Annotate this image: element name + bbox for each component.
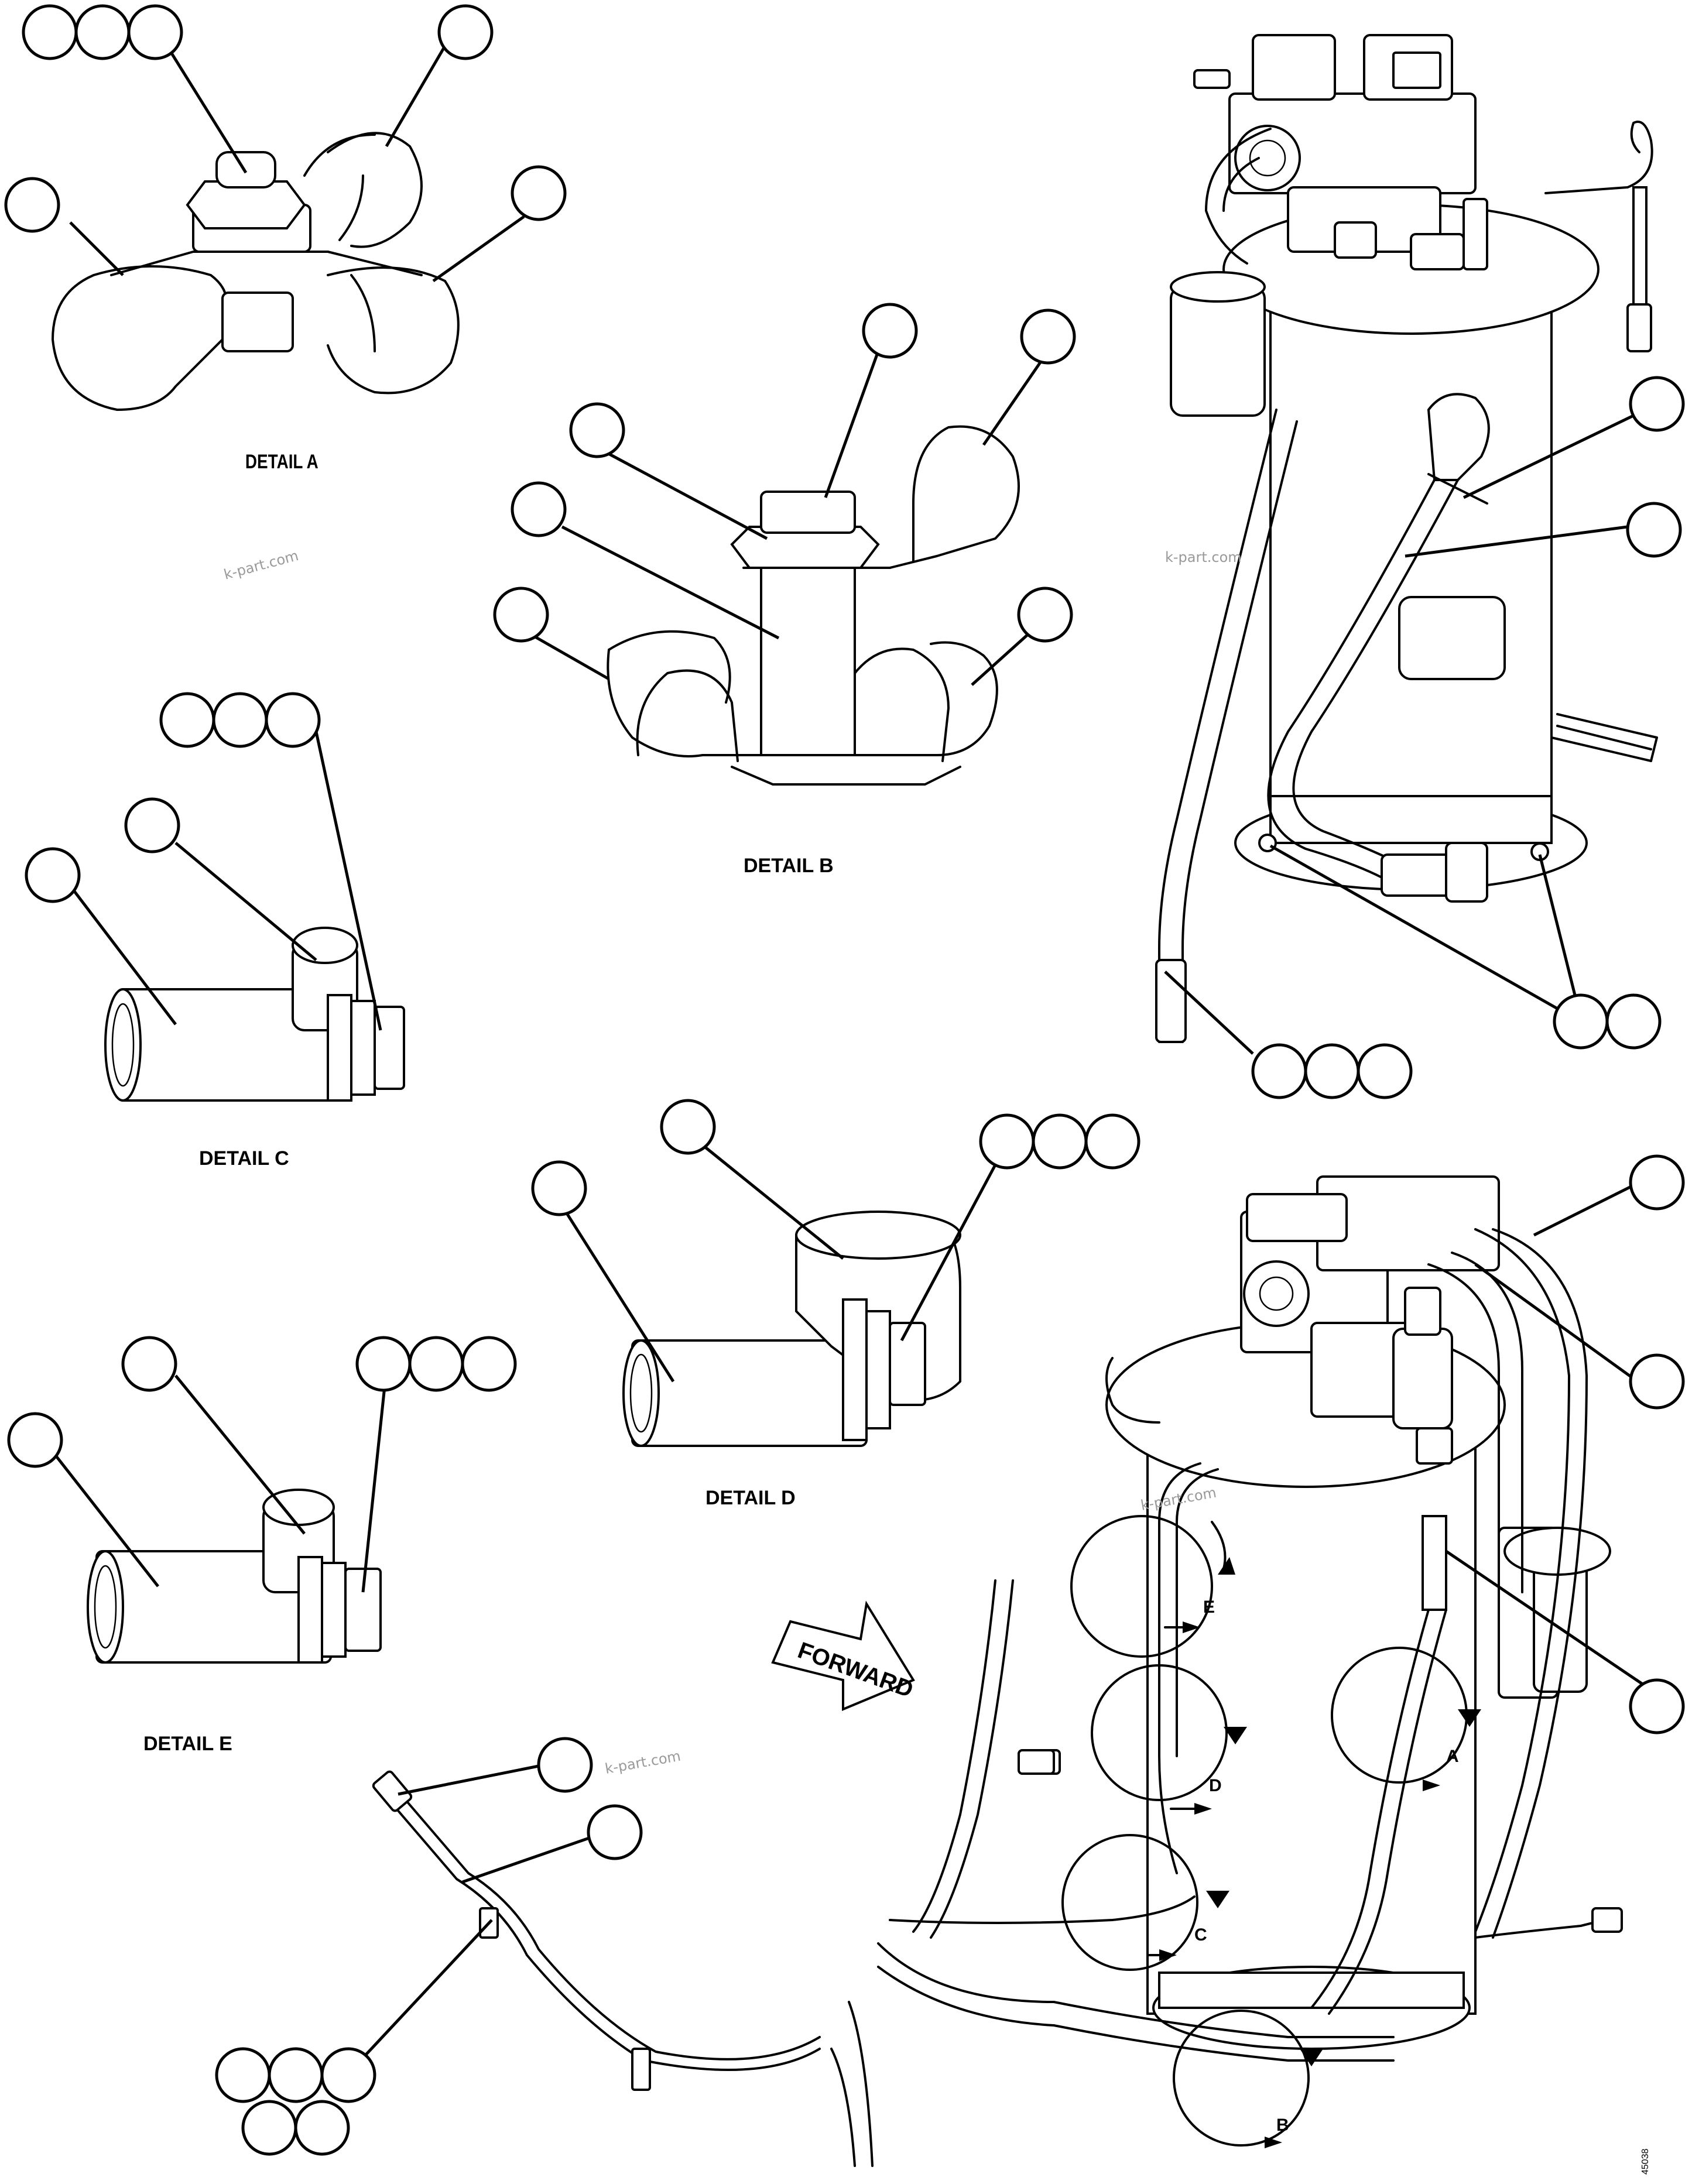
callout-balloon: [1020, 308, 1076, 365]
view-letter-e: E: [1203, 1597, 1215, 1617]
figure-number: 45038: [1640, 2148, 1650, 2175]
view-letter-c: C: [1194, 1925, 1207, 1945]
callout-balloon: [127, 4, 183, 60]
callout-balloon: [979, 1113, 1035, 1170]
detail-d-clamp-drawing: [622, 1211, 961, 1447]
view-letter-b: B: [1276, 2116, 1289, 2135]
callout-balloon: [1084, 1113, 1140, 1170]
callout-balloon: [7, 1412, 63, 1468]
callout-balloon: [1629, 376, 1685, 432]
callout-balloon: [124, 797, 180, 853]
callout-balloon: [408, 1336, 464, 1392]
callout-balloon: [437, 4, 494, 60]
callout-balloon: [531, 1160, 587, 1216]
view-letter-d: D: [1209, 1776, 1222, 1795]
callout-balloon: [1017, 587, 1073, 643]
callout-balloon: [511, 165, 567, 221]
callout-balloon: [1626, 502, 1682, 558]
callout-balloon: [1032, 1113, 1088, 1170]
upper-tank-assembly-drawing: [1155, 34, 1658, 1043]
callout-balloon: [511, 481, 567, 537]
detail-c-clamp-drawing: [104, 927, 405, 1102]
detail-c-caption: DETAIL C: [199, 1147, 289, 1170]
callout-balloon: [355, 1336, 412, 1392]
callout-balloon: [493, 587, 549, 643]
callout-balloon: [4, 177, 60, 233]
callout-balloon: [22, 4, 78, 60]
callout-balloon: [74, 4, 131, 60]
watermark: k-part.com: [604, 1748, 682, 1777]
callout-balloon: [660, 1099, 716, 1155]
callout-balloon: [569, 402, 625, 458]
callout-balloon: [1629, 1154, 1685, 1211]
view-letter-a: A: [1446, 1747, 1459, 1766]
leader-lines: [52, 40, 1646, 2056]
callout-balloon: [121, 1336, 177, 1392]
callout-balloon: [1629, 1678, 1685, 1734]
detail-a-caption: DETAIL A: [245, 450, 318, 472]
callout-balloon: [461, 1336, 517, 1392]
callout-balloon: [268, 2047, 324, 2103]
detail-d-caption: DETAIL D: [705, 1487, 796, 1509]
callout-balloon: [212, 692, 268, 748]
callout-balloon: [265, 692, 321, 748]
forward-arrow: FORWARD: [771, 1600, 916, 1711]
detail-e-clamp-drawing: [87, 1489, 382, 1664]
callout-balloon: [320, 2047, 376, 2103]
watermark: k-part.com: [222, 547, 300, 583]
callout-balloon: [862, 303, 918, 359]
view-circles: E D C B A: [1061, 1515, 1481, 2148]
callout-balloon: [294, 2100, 350, 2156]
callout-balloon: [1357, 1043, 1413, 1099]
detail-e-caption: DETAIL E: [143, 1733, 232, 1755]
callout-balloon: [537, 1737, 593, 1793]
callout-balloon: [1304, 1043, 1360, 1099]
callout-balloon: [25, 847, 81, 903]
detail-b-clamp-drawing: [607, 425, 1020, 786]
callout-balloon: [215, 2047, 271, 2103]
detail-a-clamp-drawing: [52, 132, 460, 411]
callout-balloon: [1629, 1353, 1685, 1410]
callout-balloon: [1251, 1043, 1307, 1099]
sensor-cable-drawing: [372, 1749, 1055, 2091]
callout-balloon: [1553, 993, 1609, 1050]
callout-balloon: [241, 2100, 297, 2156]
detail-b-caption: DETAIL B: [744, 855, 834, 877]
watermark: k-part.com: [1165, 549, 1242, 565]
callout-balloon: [159, 692, 215, 748]
lower-tank-assembly-drawing: [830, 1175, 1623, 2167]
callout-balloons: [4, 4, 1685, 2156]
callout-balloon: [587, 1804, 643, 1860]
callout-balloon: [1605, 993, 1662, 1050]
